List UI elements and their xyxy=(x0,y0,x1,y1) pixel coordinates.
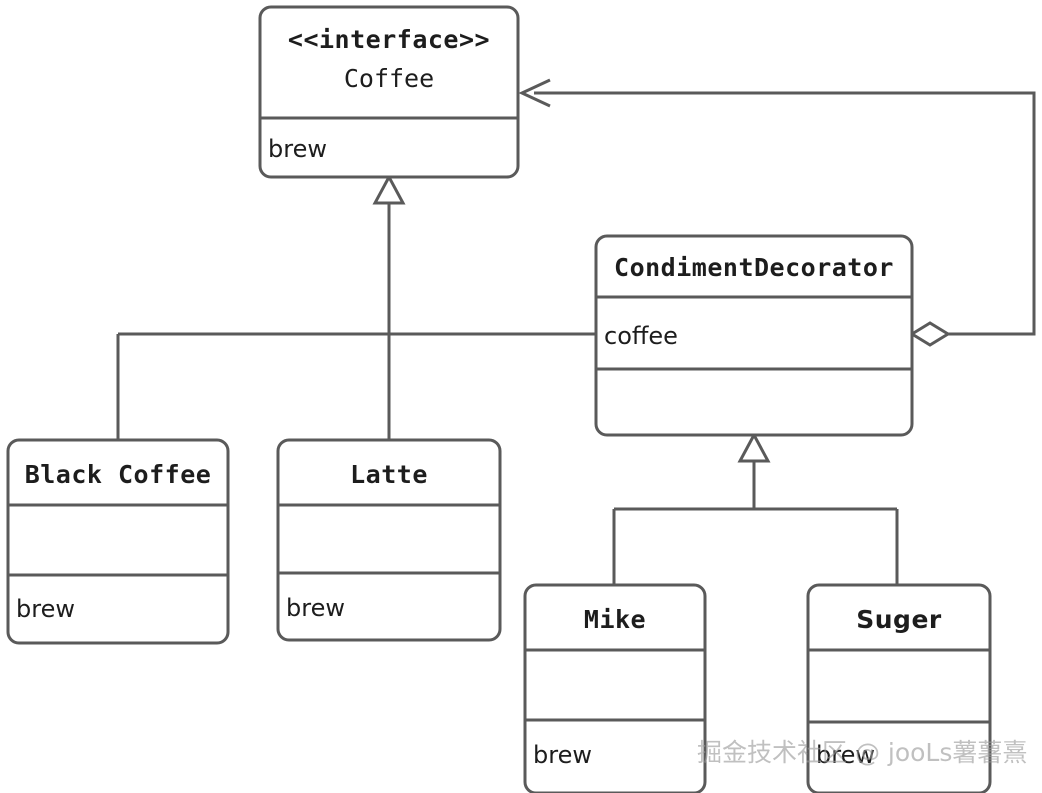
hollow-triangle-arrowhead-icon xyxy=(737,431,771,463)
connector-condiments-to-decorator xyxy=(612,458,899,585)
class-box-latte[interactable]: Latte brew xyxy=(276,438,502,642)
class-box-suger[interactable]: Suger brew xyxy=(806,583,992,793)
class-box-outline xyxy=(523,583,707,793)
class-name: Coffee xyxy=(344,64,434,93)
open-arrowhead-icon xyxy=(518,78,551,108)
class-name: Black Coffee xyxy=(25,460,212,489)
class-name: CondimentDecorator xyxy=(614,253,894,282)
class-box-outline xyxy=(258,5,520,179)
class-name: Mike xyxy=(584,605,646,634)
hollow-triangle-arrowhead-icon xyxy=(372,173,406,205)
class-method: brew xyxy=(533,741,592,769)
class-method: brew xyxy=(286,594,345,622)
class-box-outline xyxy=(806,583,992,793)
class-box-condiment-decorator[interactable]: CondimentDecorator coffee xyxy=(594,234,914,437)
class-name: Suger xyxy=(856,605,942,634)
class-method: brew xyxy=(816,741,875,769)
class-attribute: coffee xyxy=(604,322,678,350)
class-box-outline xyxy=(6,438,230,645)
hollow-diamond-aggregation-icon xyxy=(909,321,951,347)
connector-line-aggregation-path xyxy=(534,91,1036,336)
connector-condiment-aggregates-coffee xyxy=(534,91,1036,336)
class-box-outline xyxy=(276,438,502,642)
class-box-outline xyxy=(594,234,914,437)
class-stereotype: <<interface>> xyxy=(288,25,490,54)
class-box-mike[interactable]: Mike brew xyxy=(523,583,707,793)
class-box-coffee[interactable]: <<interface>> Coffee brew xyxy=(258,5,520,179)
class-name: Latte xyxy=(350,460,428,489)
class-method: brew xyxy=(16,595,75,623)
connector-subclasses-to-coffee xyxy=(116,200,596,440)
class-method: brew xyxy=(268,135,327,163)
class-box-black-coffee[interactable]: Black Coffee brew xyxy=(6,438,230,645)
